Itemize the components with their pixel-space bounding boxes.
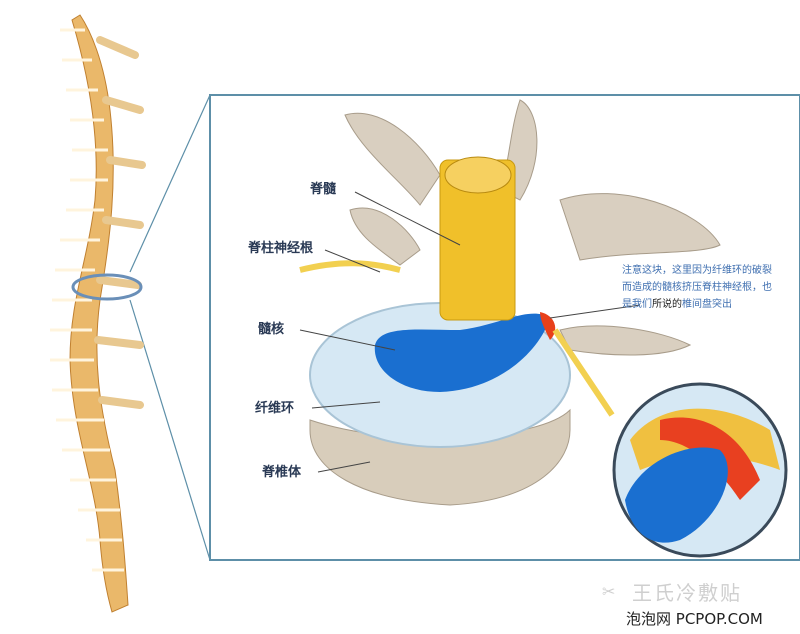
zoom-frame <box>209 94 800 561</box>
label-annulus-fibrosus: 纤维环 <box>255 401 295 416</box>
leader-lines <box>299 191 641 473</box>
annotation-text-dark: 所说的 <box>652 299 682 310</box>
wechat-icon: ✂ <box>602 582 616 601</box>
herniation <box>540 312 556 340</box>
label-vertebral-body: 脊椎体 <box>262 465 302 480</box>
watermark-account: 王氏冷敷贴 <box>632 581 742 605</box>
spine-column <box>50 14 146 613</box>
highlight-ring <box>71 273 143 301</box>
spinal-nerve-root <box>299 260 615 417</box>
annotation-text-end: 椎间盘突出 <box>682 299 732 310</box>
watermark-site: 泡泡网 PCPOP.COM <box>626 610 763 628</box>
zoom-line-top <box>129 94 211 273</box>
inset-magnified <box>612 382 788 558</box>
label-spinal-cord: 脊髓 <box>310 182 337 197</box>
nucleus-pulposus <box>374 313 550 392</box>
label-spinal-nerve-root: 脊柱神经根 <box>248 241 314 256</box>
annotation-text: 注意这块，这里因为纤维环的破裂而造成的髓核挤压脊柱神经根，也是我们 <box>622 265 772 310</box>
spinal-cord-section <box>444 156 512 194</box>
herniation-annotation: 注意这块，这里因为纤维环的破裂而造成的髓核挤压脊柱神经根，也是我们所说的椎间盘突… <box>622 262 772 313</box>
zoom-line-bottom <box>129 299 211 561</box>
label-nucleus-pulposus: 髓核 <box>258 322 285 337</box>
